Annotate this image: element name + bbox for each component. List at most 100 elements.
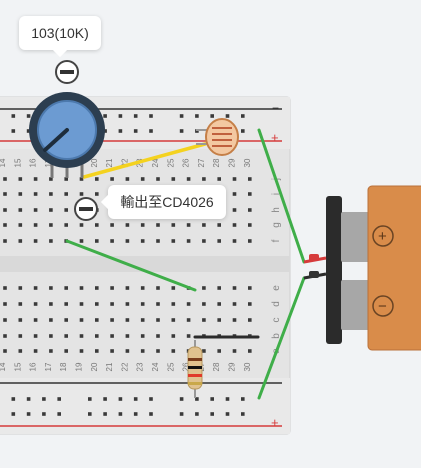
- breadboard-hole[interactable]: [232, 192, 237, 196]
- breadboard-hole[interactable]: [125, 286, 130, 290]
- rail-hole[interactable]: [26, 114, 31, 118]
- breadboard-hole[interactable]: [64, 318, 68, 322]
- rail-hole[interactable]: [195, 397, 199, 401]
- breadboard-hole[interactable]: [248, 349, 252, 353]
- breadboard-hole[interactable]: [125, 177, 130, 181]
- green-wire-middle[interactable]: [65, 239, 197, 292]
- breadboard-hole[interactable]: [232, 223, 237, 227]
- breadboard-hole[interactable]: [232, 208, 237, 212]
- breadboard-hole[interactable]: [110, 177, 114, 181]
- breadboard-hole[interactable]: [171, 349, 176, 353]
- breadboard-hole[interactable]: [3, 349, 7, 353]
- rail-hole[interactable]: [11, 114, 16, 118]
- breadboard-hole[interactable]: [95, 318, 99, 322]
- breadboard-hole[interactable]: [79, 286, 84, 290]
- breadboard-hole[interactable]: [186, 239, 191, 243]
- breadboard-hole[interactable]: [140, 239, 145, 243]
- rail-hole[interactable]: [241, 412, 245, 416]
- breadboard-hole[interactable]: [33, 349, 38, 353]
- breadboard-hole[interactable]: [3, 177, 7, 181]
- breadboard-hole[interactable]: [18, 286, 23, 290]
- breadboard-hole[interactable]: [33, 223, 38, 227]
- breadboard-hole[interactable]: [186, 223, 191, 227]
- breadboard-hole[interactable]: [125, 334, 130, 338]
- breadboard-hole[interactable]: [33, 208, 38, 212]
- breadboard-hole[interactable]: [202, 349, 206, 353]
- breadboard-hole[interactable]: [186, 334, 191, 338]
- breadboard-hole[interactable]: [232, 302, 237, 306]
- breadboard-hole[interactable]: [140, 177, 145, 181]
- breadboard-hole[interactable]: [33, 318, 38, 322]
- rail-hole[interactable]: [57, 412, 61, 416]
- breadboard-hole[interactable]: [49, 192, 53, 196]
- breadboard-hole[interactable]: [95, 286, 99, 290]
- rail-hole[interactable]: [42, 397, 46, 401]
- rail-hole[interactable]: [26, 397, 31, 401]
- breadboard-hole[interactable]: [64, 177, 68, 181]
- breadboard-hole[interactable]: [232, 177, 237, 181]
- rail-hole[interactable]: [118, 412, 123, 416]
- green-wire-bottom-right[interactable]: [257, 276, 306, 400]
- breadboard-hole[interactable]: [18, 349, 23, 353]
- breadboard-hole[interactable]: [140, 334, 145, 338]
- breadboard-hole[interactable]: [248, 177, 252, 181]
- breadboard-hole[interactable]: [248, 302, 252, 306]
- breadboard-hole[interactable]: [95, 239, 99, 243]
- rail-hole[interactable]: [11, 129, 16, 133]
- breadboard-hole[interactable]: [110, 223, 114, 227]
- breadboard-hole[interactable]: [79, 177, 84, 181]
- breadboard-hole[interactable]: [49, 223, 53, 227]
- rail-hole[interactable]: [133, 129, 138, 133]
- rail-hole[interactable]: [210, 114, 214, 118]
- breadboard-hole[interactable]: [156, 239, 160, 243]
- breadboard-hole[interactable]: [110, 349, 114, 353]
- rail-hole[interactable]: [149, 129, 153, 133]
- breadboard-hole[interactable]: [3, 223, 7, 227]
- breadboard-hole[interactable]: [202, 302, 206, 306]
- breadboard-hole[interactable]: [95, 334, 99, 338]
- breadboard-hole[interactable]: [33, 334, 38, 338]
- breadboard-hole[interactable]: [64, 208, 68, 212]
- breadboard-hole[interactable]: [217, 177, 221, 181]
- breadboard-hole[interactable]: [49, 286, 53, 290]
- rail-hole[interactable]: [133, 114, 138, 118]
- breadboard-hole[interactable]: [125, 239, 130, 243]
- breadboard-hole[interactable]: [49, 302, 53, 306]
- breadboard-hole[interactable]: [18, 334, 23, 338]
- yellow-wire[interactable]: [82, 142, 207, 179]
- breadboard-hole[interactable]: [171, 239, 176, 243]
- breadboard-hole[interactable]: [202, 286, 206, 290]
- rail-hole[interactable]: [118, 397, 123, 401]
- breadboard-hole[interactable]: [3, 239, 7, 243]
- breadboard-hole[interactable]: [232, 318, 237, 322]
- battery[interactable]: + −: [303, 185, 421, 351]
- breadboard-hole[interactable]: [125, 223, 130, 227]
- potentiometer-annotation[interactable]: 103(10K): [19, 16, 101, 58]
- breadboard-hole[interactable]: [3, 208, 7, 212]
- breadboard-hole[interactable]: [64, 192, 68, 196]
- breadboard-hole[interactable]: [217, 302, 221, 306]
- breadboard-hole[interactable]: [95, 177, 99, 181]
- breadboard-hole[interactable]: [49, 349, 53, 353]
- rail-hole[interactable]: [149, 412, 153, 416]
- breadboard-hole[interactable]: [79, 192, 84, 196]
- breadboard-hole[interactable]: [33, 239, 38, 243]
- rail-hole[interactable]: [103, 129, 107, 133]
- breadboard-hole[interactable]: [156, 349, 160, 353]
- breadboard-holes[interactable]: [0, 114, 252, 416]
- breadboard-hole[interactable]: [125, 349, 130, 353]
- rail-hole[interactable]: [241, 114, 245, 118]
- breadboard-hole[interactable]: [171, 318, 176, 322]
- breadboard-hole[interactable]: [18, 223, 23, 227]
- breadboard-hole[interactable]: [64, 302, 68, 306]
- breadboard-hole[interactable]: [217, 318, 221, 322]
- breadboard-hole[interactable]: [64, 286, 68, 290]
- rail-hole[interactable]: [179, 412, 184, 416]
- breadboard-hole[interactable]: [64, 334, 68, 338]
- breadboard-hole[interactable]: [95, 223, 99, 227]
- breadboard-hole[interactable]: [110, 239, 114, 243]
- rail-hole[interactable]: [210, 397, 214, 401]
- breadboard-hole[interactable]: [18, 208, 23, 212]
- breadboard-hole[interactable]: [125, 318, 130, 322]
